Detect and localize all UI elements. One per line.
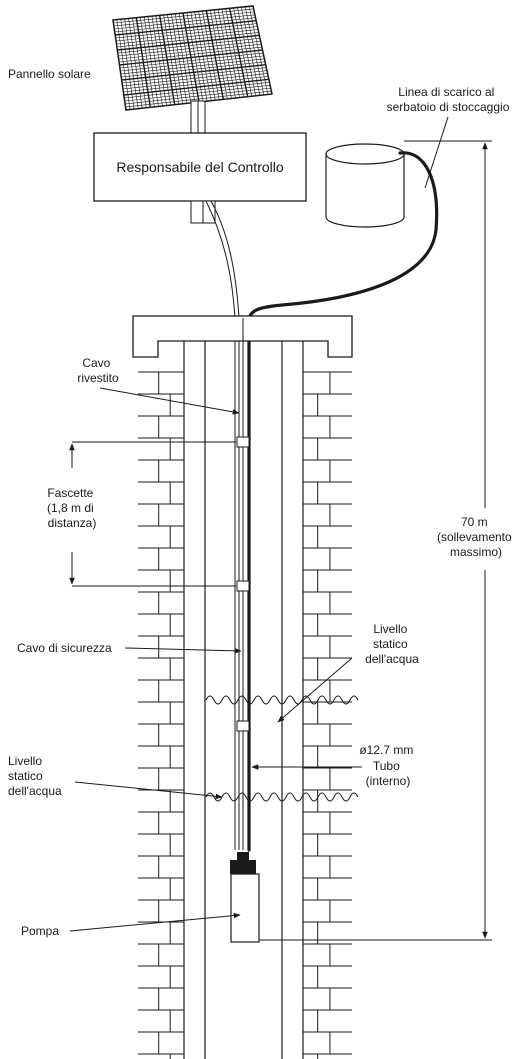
label-discharge-line: Linea di scarico al serbatoio di stoccag… <box>387 85 510 114</box>
label-pump: Pompa <box>21 924 59 938</box>
leader-discharge <box>424 116 449 189</box>
panel-grid-line <box>114 14 255 30</box>
clamp-2 <box>236 580 250 592</box>
panel-grid-line <box>116 32 259 48</box>
power-cable <box>210 200 240 850</box>
panel-grid-line <box>123 76 269 93</box>
panel-grid-line <box>120 58 265 75</box>
panel-grid-line <box>122 73 268 90</box>
leader-static-level-left <box>74 781 223 800</box>
label-solar-panel: Pannello solare <box>8 67 91 81</box>
label-pipe-3: (interno) <box>366 774 411 788</box>
label-lift-2: (sollevamento <box>437 530 512 544</box>
panel-grid-line <box>114 17 256 33</box>
panel-grid-line <box>115 23 257 39</box>
label-pipe-1: ø12.7 mm <box>359 743 413 757</box>
label-pipe-2: Tubo <box>373 759 400 773</box>
clamp-3 <box>236 720 250 732</box>
panel-grid-line <box>119 49 263 66</box>
panel-grid-line <box>119 46 262 63</box>
panel-grid-line <box>116 26 258 42</box>
label-static-level-left: Livello statico dell'acqua <box>8 754 62 798</box>
panel-grid-line <box>113 8 254 24</box>
label-static-level-right-2: statico <box>373 637 408 651</box>
label-clamps-3: distanza) <box>48 516 97 530</box>
panel-grid-line <box>125 87 271 105</box>
panel-grid-line <box>118 40 261 57</box>
label-static-level-right-3: dell'acqua <box>365 652 419 666</box>
solar-panel-cells <box>113 6 272 110</box>
panel-grid-line <box>125 90 272 108</box>
panel-grid-line <box>122 70 267 87</box>
label-static-level-left-1: Livello <box>8 754 42 768</box>
label-lift-1: 70 m <box>461 515 488 529</box>
label-pipe: ø12.7 mm Tubo (interno) <box>359 743 416 788</box>
clamp-1 <box>236 436 250 448</box>
clamp-spacing-dimension <box>69 441 236 587</box>
label-static-level-right: Livello statico dell'acqua <box>365 622 419 666</box>
leader-pump <box>69 912 241 932</box>
label-lift-3: massimo) <box>450 545 502 559</box>
label-clamps: Fascette (1,8 m di distanza) <box>47 486 97 530</box>
controller-label: Responsabile del Controllo <box>116 159 284 175</box>
label-discharge-line-1: Linea di scarico al <box>398 85 494 99</box>
label-sheathed-cable-2: rivestito <box>77 371 119 385</box>
leader-safety-cable <box>124 647 242 654</box>
panel-grid-line <box>121 61 266 78</box>
label-sheathed-cable-1: Cavo <box>82 356 110 370</box>
panel-grid-line <box>117 37 260 54</box>
storage-tank <box>325 143 405 228</box>
water-level-wave-1 <box>205 695 359 705</box>
label-lift: 70 m (sollevamento massimo) <box>437 515 515 559</box>
water-level-wave-2 <box>205 792 359 802</box>
panel-grid-line <box>120 55 264 72</box>
panel-grid-line <box>115 19 257 36</box>
label-discharge-line-2: serbatoio di stoccaggio <box>387 100 510 114</box>
panel-grid-line <box>122 67 267 84</box>
label-safety-cable: Cavo di sicurezza <box>17 641 112 655</box>
label-static-level-left-3: dell'acqua <box>8 784 62 798</box>
panel-grid-line <box>116 29 259 45</box>
panel-grid-line <box>124 81 270 99</box>
power-cable-inner <box>205 200 236 850</box>
panel-grid-line <box>121 63 266 81</box>
label-sheathed-cable: Cavo rivestito <box>77 356 119 385</box>
panel-grid-line <box>123 78 269 96</box>
leader-sheathed-cable <box>99 387 240 415</box>
panel-grid-line <box>118 43 262 60</box>
controller-box: Responsabile del Controllo <box>93 132 307 224</box>
solar-panel <box>112 5 273 134</box>
label-clamps-1: Fascette <box>47 486 93 500</box>
pump <box>230 852 260 943</box>
panel-grid-line <box>124 84 271 102</box>
label-static-level-right-1: Livello <box>373 622 407 636</box>
ground-strata <box>138 371 352 1059</box>
panel-grid-line <box>113 11 255 27</box>
label-static-level-left-2: statico <box>8 769 43 783</box>
label-clamps-2: (1,8 m di <box>47 501 94 515</box>
leader-static-level-right <box>277 657 353 723</box>
lift-dimension <box>259 140 492 941</box>
panel-grid-line <box>117 34 260 51</box>
panel-grid-line <box>119 52 264 69</box>
